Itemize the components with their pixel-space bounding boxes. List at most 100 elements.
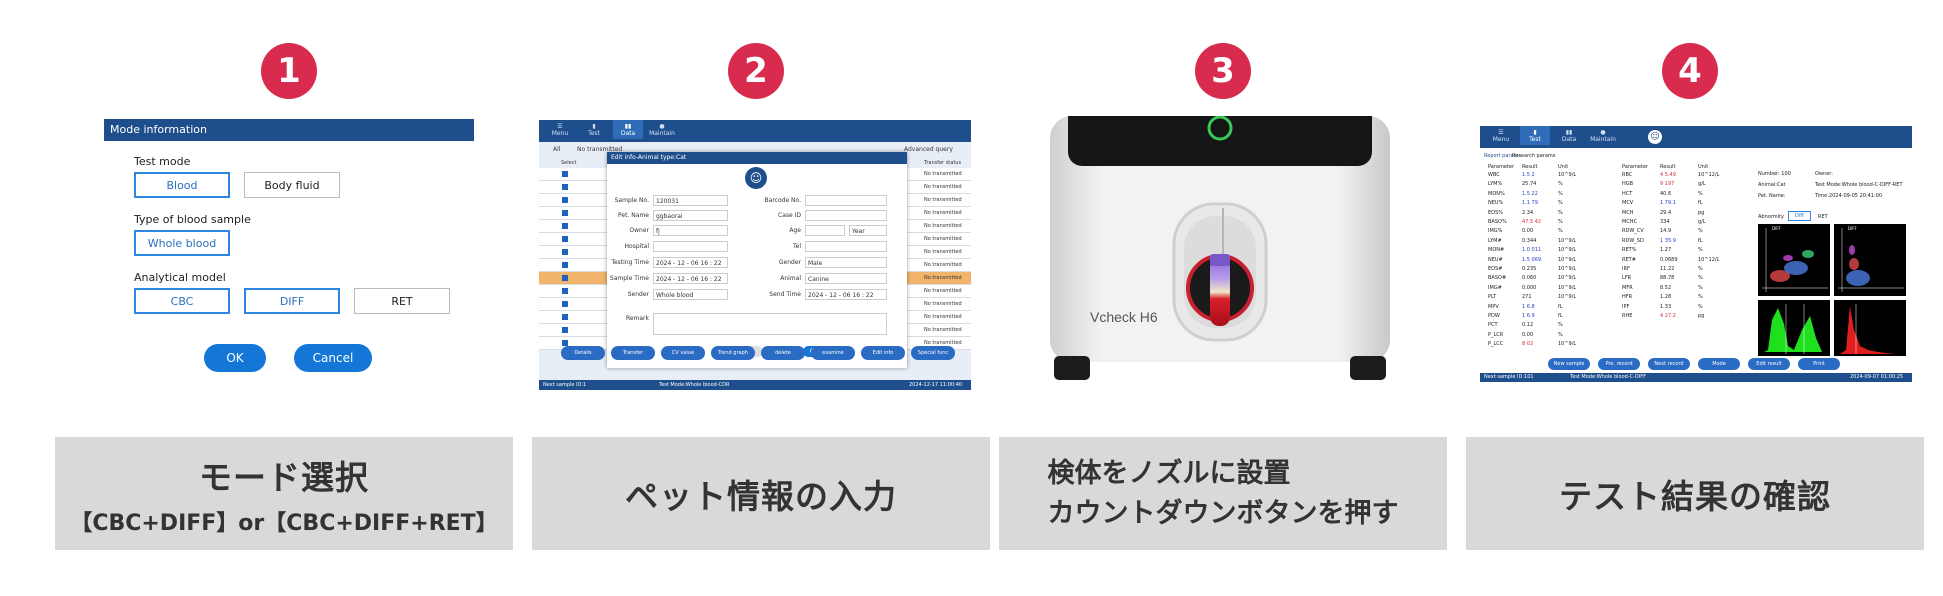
row-checkbox[interactable]: [562, 340, 568, 346]
param-name: P_LCR: [1488, 331, 1504, 338]
edit-info-dialog: Edit info-Animal type:Cat ☺ Sample No. 1…: [607, 152, 907, 368]
tab-ret[interactable]: RET: [1818, 214, 1828, 220]
param-unit: 10^9/L: [1558, 275, 1577, 282]
tab-all[interactable]: All: [553, 146, 561, 153]
nav-menu[interactable]: ☰Menu: [1492, 129, 1510, 143]
nav-test[interactable]: ▮Test: [1520, 126, 1550, 145]
body-fluid-option[interactable]: Body fluid: [244, 172, 340, 198]
column-header: Unit: [1698, 164, 1709, 170]
case-id-input[interactable]: [805, 210, 887, 221]
param-name: MPV: [1488, 303, 1499, 310]
row-checkbox[interactable]: [562, 301, 568, 307]
hospital-input[interactable]: [653, 241, 728, 252]
ret-option[interactable]: RET: [354, 288, 450, 314]
param-name: LYM%: [1488, 181, 1503, 188]
action-button-edit-info[interactable]: Edit info: [861, 346, 905, 360]
nav-test[interactable]: ▮Test: [588, 123, 600, 137]
column-header: Parameter: [1488, 164, 1515, 170]
tab-research-params[interactable]: Research params: [1512, 153, 1556, 159]
param-unit: fL: [1558, 303, 1563, 310]
owner-input[interactable]: fj: [653, 225, 728, 236]
row-checkbox[interactable]: [562, 184, 568, 190]
send-time-input[interactable]: 2024 - 12 - 06 16 : 22: [805, 289, 887, 300]
nav-maintain[interactable]: ●Maintain: [1590, 129, 1616, 143]
action-button-transfer[interactable]: Transfer: [611, 346, 655, 360]
action-button-trend-graph[interactable]: Trend graph: [711, 346, 755, 360]
param-name: RET%: [1622, 247, 1637, 254]
param-unit: %: [1558, 219, 1563, 225]
nav-menu[interactable]: ☰Menu: [551, 123, 569, 137]
gender-select[interactable]: Male: [805, 257, 887, 268]
ok-button[interactable]: OK: [204, 344, 266, 372]
step-1-badge: 1: [261, 43, 317, 99]
param-name: PDW: [1488, 313, 1500, 319]
age-input[interactable]: [805, 225, 845, 236]
action-button-special-func[interactable]: Special func: [911, 346, 955, 360]
param-result: 0.060: [1522, 275, 1537, 282]
row-checkbox[interactable]: [562, 327, 568, 333]
diff-option[interactable]: DIFF: [244, 288, 340, 314]
action-button-edit-result[interactable]: Edit result: [1748, 358, 1790, 370]
action-button-print[interactable]: Print: [1798, 358, 1840, 370]
row-checkbox[interactable]: [562, 275, 568, 281]
cbc-option[interactable]: CBC: [134, 288, 230, 314]
row-checkbox[interactable]: [562, 210, 568, 216]
param-result: 88.78: [1660, 275, 1675, 282]
nav-data[interactable]: ▮▮Data: [613, 120, 643, 139]
param-unit: %: [1558, 209, 1563, 216]
param-name: PCT: [1488, 322, 1498, 329]
action-button-new-sample[interactable]: New sample: [1548, 358, 1590, 370]
cancel-button[interactable]: Cancel: [294, 344, 372, 372]
testing-time-input[interactable]: 2024 - 12 - 06 16 : 22: [653, 257, 728, 268]
row-checkbox[interactable]: [562, 197, 568, 203]
row-checkbox[interactable]: [562, 314, 568, 320]
sample-time-input[interactable]: 2024 - 12 - 06 16 : 22: [653, 273, 728, 284]
row-checkbox[interactable]: [562, 236, 568, 242]
age-label: Age: [789, 227, 801, 234]
param-unit: %: [1698, 266, 1703, 272]
action-button-mode[interactable]: Mode: [1698, 358, 1740, 370]
tel-label: Tel: [792, 243, 801, 250]
row-checkbox[interactable]: [562, 288, 568, 294]
param-name: IMG%: [1488, 228, 1503, 235]
action-button-next-record[interactable]: Next record: [1648, 358, 1690, 370]
age-unit-select[interactable]: Year: [849, 225, 887, 236]
param-result: 1.33: [1660, 303, 1672, 310]
action-button-delete[interactable]: delete: [761, 346, 805, 360]
row-checkbox[interactable]: [562, 249, 568, 255]
tab-no-transmitted[interactable]: No transmitted: [577, 146, 623, 153]
nav-maintain[interactable]: ●Maintain: [649, 123, 675, 137]
sender-input[interactable]: Whole blood: [653, 289, 728, 300]
tab-abnormity[interactable]: Abnormity: [1758, 214, 1784, 220]
col-select: Select: [561, 160, 577, 166]
action-button-pre-record[interactable]: Pre. record: [1598, 358, 1640, 370]
action-button-examine[interactable]: examine: [811, 346, 855, 360]
transfer-status: No transmitted: [924, 210, 962, 216]
barcode-input[interactable]: [805, 195, 887, 206]
column-header: Result: [1660, 164, 1676, 170]
tab-advanced-query[interactable]: Advanced query: [904, 146, 953, 153]
action-button-details[interactable]: Details: [561, 346, 605, 360]
tab-report-params[interactable]: Report params: [1484, 153, 1521, 159]
action-button-cv-value[interactable]: CV value: [661, 346, 705, 360]
tel-input[interactable]: [805, 241, 887, 252]
animal-select[interactable]: Canine: [805, 273, 887, 284]
remark-input[interactable]: [653, 313, 887, 335]
param-name: PLT: [1488, 294, 1497, 301]
row-checkbox[interactable]: [562, 171, 568, 177]
transfer-status: No transmitted: [924, 249, 962, 255]
sample-no-input[interactable]: 120031: [653, 195, 728, 206]
param-name: LFR: [1622, 275, 1632, 282]
blood-option[interactable]: Blood: [134, 172, 230, 198]
row-checkbox[interactable]: [562, 223, 568, 229]
diff-scatter-2: DIFF: [1834, 224, 1906, 296]
param-name: NEU#: [1488, 256, 1503, 263]
row-checkbox[interactable]: [562, 262, 568, 268]
transfer-status: No transmitted: [924, 171, 962, 177]
pet-name-input[interactable]: ggbaorai: [653, 210, 728, 221]
whole-blood-option[interactable]: Whole blood: [134, 230, 230, 256]
param-name: IRF: [1622, 266, 1630, 272]
nav-data[interactable]: ▮▮Data: [1561, 129, 1577, 143]
tab-diff[interactable]: Diff: [1788, 211, 1811, 221]
sample-no-label: Sample No.: [614, 197, 649, 204]
